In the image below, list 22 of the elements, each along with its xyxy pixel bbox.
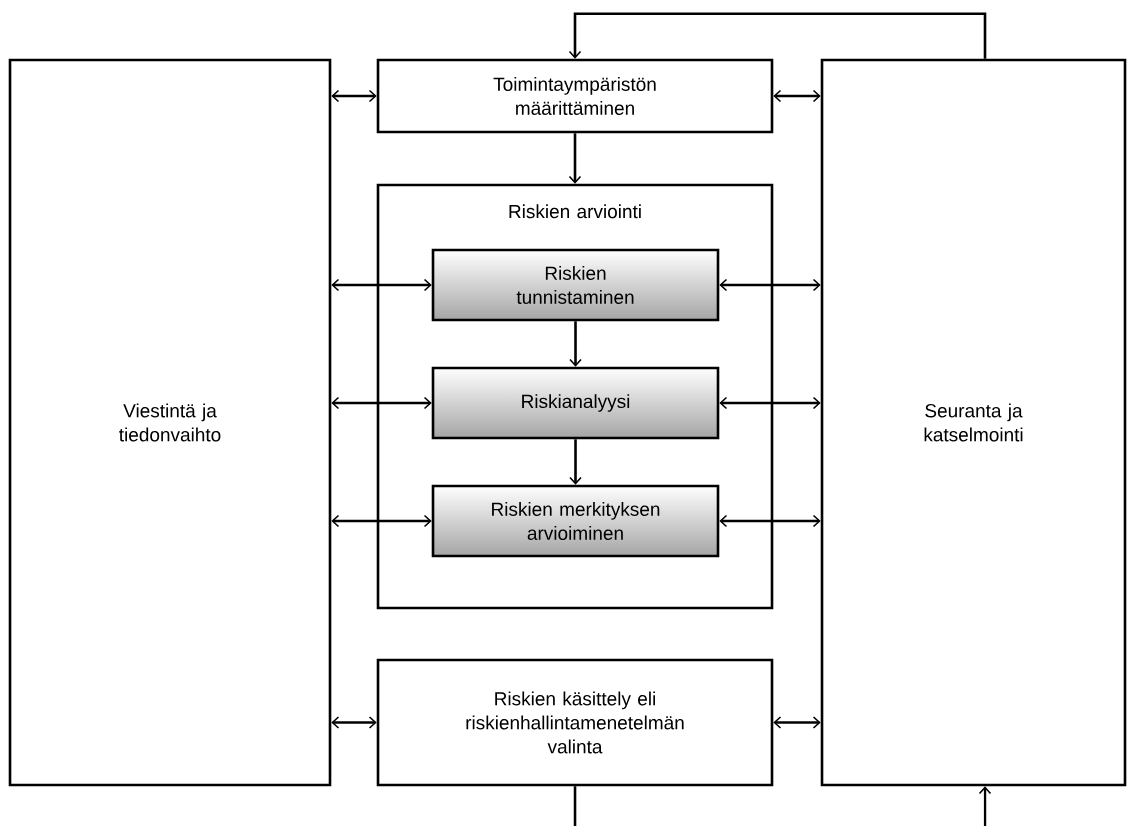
process-box: Seuranta ja katselmointi: [820, 58, 1127, 787]
process-box: Riskianalyysi: [431, 366, 720, 440]
arrow: [773, 89, 821, 103]
arrow: [569, 321, 582, 367]
arrow: [331, 716, 377, 729]
arrow: [331, 514, 432, 528]
process-box: Riskien käsittely eli riskienhallintamenetelmän valinta: [376, 658, 774, 787]
process-box: Viestintä ja tiedonvaihto: [8, 58, 332, 787]
arrow: [569, 439, 582, 485]
arrow: [568, 133, 582, 184]
process-box: Riskien merkityksen arvioiminen: [431, 484, 720, 558]
arrow: [331, 396, 432, 410]
process-box: Riskien tunnistaminen: [431, 248, 720, 322]
arrow: [719, 396, 821, 410]
arrow: [719, 278, 821, 292]
arrow: [568, 12, 987, 59]
arrow: [331, 278, 432, 292]
arrow: [978, 786, 992, 795]
process-box: Toimintaympäristön määrittäminen: [376, 58, 774, 134]
arrow: [331, 89, 377, 103]
arrow: [719, 514, 821, 528]
arrow: [773, 716, 821, 729]
